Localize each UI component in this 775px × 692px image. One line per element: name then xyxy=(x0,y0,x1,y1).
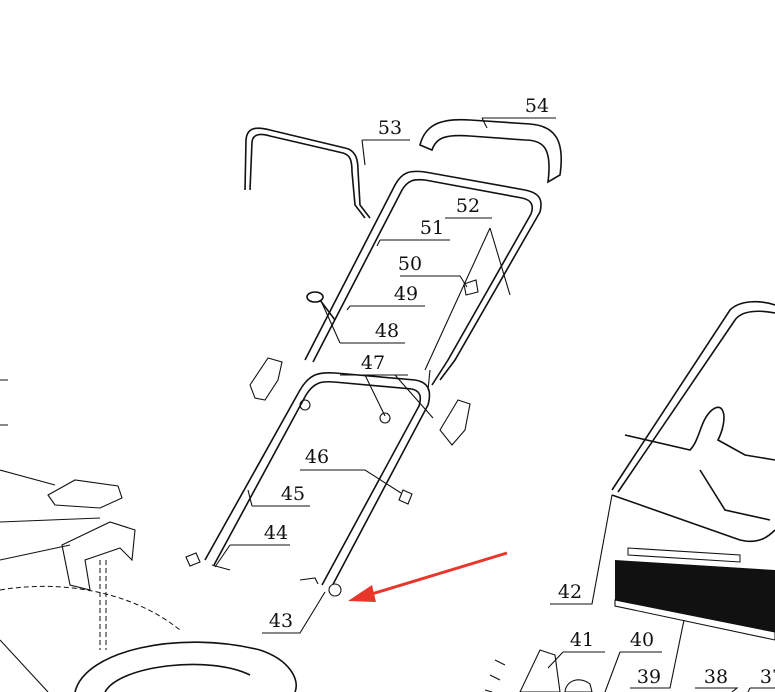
part-40-cap xyxy=(564,679,593,692)
label-47: 47 xyxy=(361,352,385,374)
part-48-cable-clip xyxy=(306,291,336,321)
leader-lines xyxy=(214,117,775,692)
part-42-grass-bag xyxy=(611,300,775,543)
part-52-cable xyxy=(424,227,511,371)
part-44-bolt xyxy=(185,552,231,571)
label-48: 48 xyxy=(375,320,399,342)
label-51: 51 xyxy=(420,217,444,239)
label-53: 53 xyxy=(378,117,402,139)
part-54-handle-grip xyxy=(419,118,562,184)
label-44: 44 xyxy=(264,522,288,544)
label-54: 54 xyxy=(525,95,549,117)
part-47-knobs xyxy=(249,357,471,446)
label-38: 38 xyxy=(704,666,728,688)
left-cut-off-parts xyxy=(0,379,297,692)
part-45-lower-handle xyxy=(204,371,431,591)
label-49: 49 xyxy=(394,283,418,305)
part-43-bolt xyxy=(299,577,342,597)
label-40: 40 xyxy=(630,629,654,651)
label-52: 52 xyxy=(456,195,480,217)
label-46: 46 xyxy=(305,446,329,468)
label-50: 50 xyxy=(398,253,422,275)
part-53-bail-bar xyxy=(244,127,371,219)
part-41-bracket xyxy=(484,649,561,692)
label-42: 42 xyxy=(558,581,582,603)
label-39: 39 xyxy=(637,666,661,688)
red-arrow-icon xyxy=(348,551,508,602)
part-39-rear-flap xyxy=(614,547,775,641)
label-41: 41 xyxy=(570,629,594,651)
label-43: 43 xyxy=(269,610,293,632)
label-45: 45 xyxy=(281,483,305,505)
label-37: 37 xyxy=(760,666,775,688)
part-51-upper-handle xyxy=(304,170,542,391)
